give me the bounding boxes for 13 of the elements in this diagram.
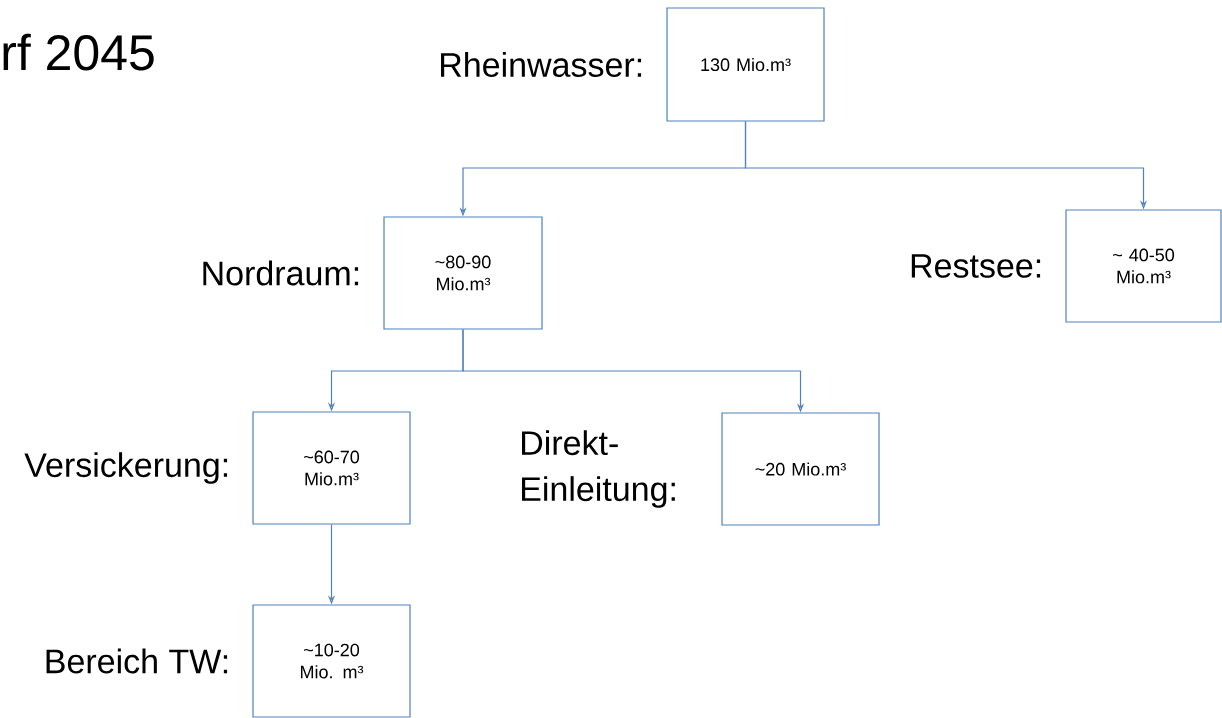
node-heading: Direkt- Einleitung: bbox=[522, 430, 675, 508]
node-heading: Restsee: bbox=[911, 254, 1041, 278]
node-heading: Nordraum: bbox=[203, 260, 359, 286]
value-box: ~60-70 Mio.m³ bbox=[252, 411, 411, 525]
node-heading: Rheinwasser: bbox=[441, 52, 642, 77]
value-box: ~20 Mio.m³ bbox=[721, 412, 880, 526]
value-box: ~80-90 Mio.m³ bbox=[383, 216, 543, 330]
title: rf 2045 bbox=[3, 33, 154, 71]
value-box: ~10-20 Mio. m³ bbox=[252, 604, 411, 718]
value-box: 130 Mio.m³ bbox=[666, 7, 825, 122]
node-heading: Versickerung: bbox=[24, 452, 228, 484]
node-heading: Bereich TW: bbox=[46, 648, 228, 674]
value-box: ~ 40-50 Mio.m³ bbox=[1065, 209, 1222, 323]
